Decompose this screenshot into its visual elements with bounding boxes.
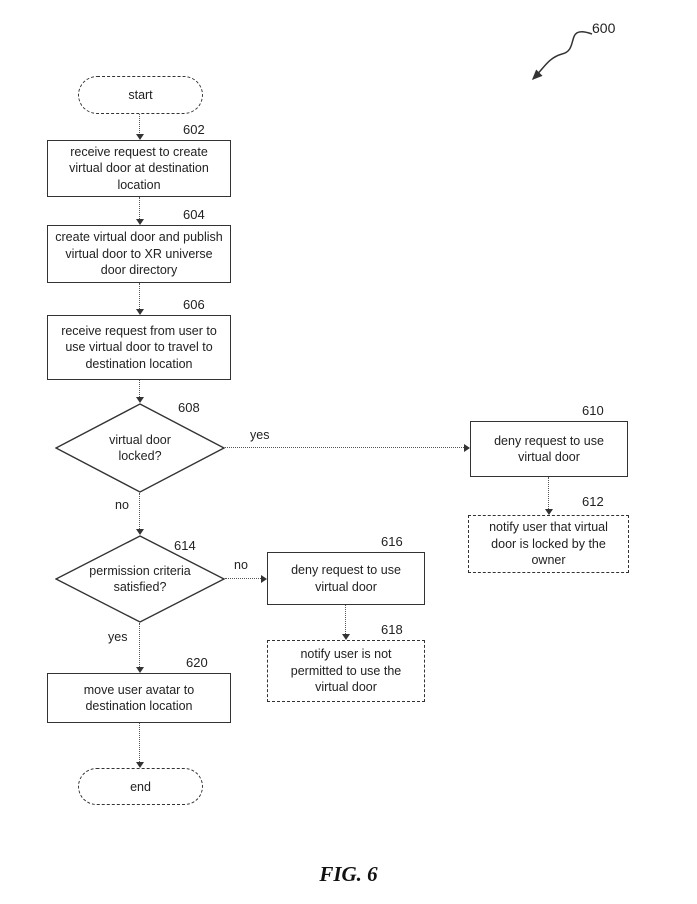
decision-608: virtual door locked? bbox=[55, 403, 225, 493]
step-612-box: notify user that virtual door is locked … bbox=[468, 515, 629, 573]
connector-604-606 bbox=[139, 283, 140, 309]
connector-606-608 bbox=[139, 380, 140, 397]
edge-label-614-no: no bbox=[234, 558, 248, 572]
arrowhead-614 bbox=[136, 529, 144, 535]
arrowhead-610 bbox=[464, 444, 470, 452]
diamond-608-shape bbox=[55, 403, 225, 493]
connector-608-610 bbox=[225, 447, 464, 448]
edge-label-614-yes: yes bbox=[108, 630, 128, 644]
arrowhead-604 bbox=[136, 219, 144, 225]
ref-616: 616 bbox=[381, 534, 403, 549]
edge-label-608-no: no bbox=[115, 498, 129, 512]
ref-618: 618 bbox=[381, 622, 403, 637]
figure-ref-number: 600 bbox=[592, 20, 616, 36]
connector-616-618 bbox=[345, 605, 346, 634]
step-618-box: notify user is not permitted to use the … bbox=[267, 640, 425, 702]
step-616-box: deny request to use virtual door bbox=[267, 552, 425, 605]
ref-612: 612 bbox=[582, 494, 604, 509]
connector-610-612 bbox=[548, 477, 549, 509]
step-606-text: receive request from user to use virtual… bbox=[61, 323, 217, 371]
ref-604: 604 bbox=[183, 207, 205, 222]
step-606-box: receive request from user to use virtual… bbox=[47, 315, 231, 380]
edge-label-608-yes: yes bbox=[250, 428, 270, 442]
decision-614: permission criteria satisfied? bbox=[55, 535, 225, 623]
step-610-box: deny request to use virtual door bbox=[470, 421, 628, 477]
connector-614-620 bbox=[139, 623, 140, 667]
ref-614: 614 bbox=[174, 538, 196, 553]
arrowhead-616 bbox=[261, 575, 267, 583]
step-618-text: notify user is not permitted to use the … bbox=[290, 647, 402, 695]
step-604-text: create virtual door and publish virtual … bbox=[55, 230, 223, 278]
ref-620: 620 bbox=[186, 655, 208, 670]
step-602-text: receive request to create virtual door a… bbox=[69, 144, 209, 192]
connector-614-616 bbox=[225, 578, 261, 579]
decision-614-text: permission criteria satisfied? bbox=[89, 563, 191, 594]
terminal-end: end bbox=[78, 768, 203, 805]
step-604-box: create virtual door and publish virtual … bbox=[47, 225, 231, 283]
decision-608-text: virtual door locked? bbox=[109, 432, 171, 463]
step-612-text: notify user that virtual door is locked … bbox=[489, 520, 608, 568]
arrowhead-602 bbox=[136, 134, 144, 140]
terminal-end-label: end bbox=[130, 779, 151, 794]
arrowhead-606 bbox=[136, 309, 144, 315]
connector-602-604 bbox=[139, 197, 140, 219]
terminal-start: start bbox=[78, 76, 203, 114]
ref-606: 606 bbox=[183, 297, 205, 312]
arrowhead-618 bbox=[342, 634, 350, 640]
arrowhead-end bbox=[136, 762, 144, 768]
figure-leader-arrow-icon bbox=[531, 31, 593, 81]
arrowhead-608 bbox=[136, 397, 144, 403]
connector-608-614 bbox=[139, 493, 140, 529]
step-620-box: move user avatar to destination location bbox=[47, 673, 231, 723]
connector-start-602 bbox=[139, 114, 140, 135]
figure-caption: FIG. 6 bbox=[319, 862, 378, 886]
terminal-start-label: start bbox=[128, 88, 153, 102]
step-602-box: receive request to create virtual door a… bbox=[47, 140, 231, 197]
diamond-614-shape bbox=[55, 535, 225, 623]
step-616-text: deny request to use virtual door bbox=[291, 563, 401, 594]
connector-620-end bbox=[139, 723, 140, 762]
ref-602: 602 bbox=[183, 122, 205, 137]
arrowhead-620 bbox=[136, 667, 144, 673]
step-610-text: deny request to use virtual door bbox=[494, 433, 604, 465]
ref-608: 608 bbox=[178, 400, 200, 415]
arrowhead-612 bbox=[545, 509, 553, 515]
step-620-text: move user avatar to destination location bbox=[83, 682, 195, 714]
ref-610: 610 bbox=[582, 403, 604, 418]
